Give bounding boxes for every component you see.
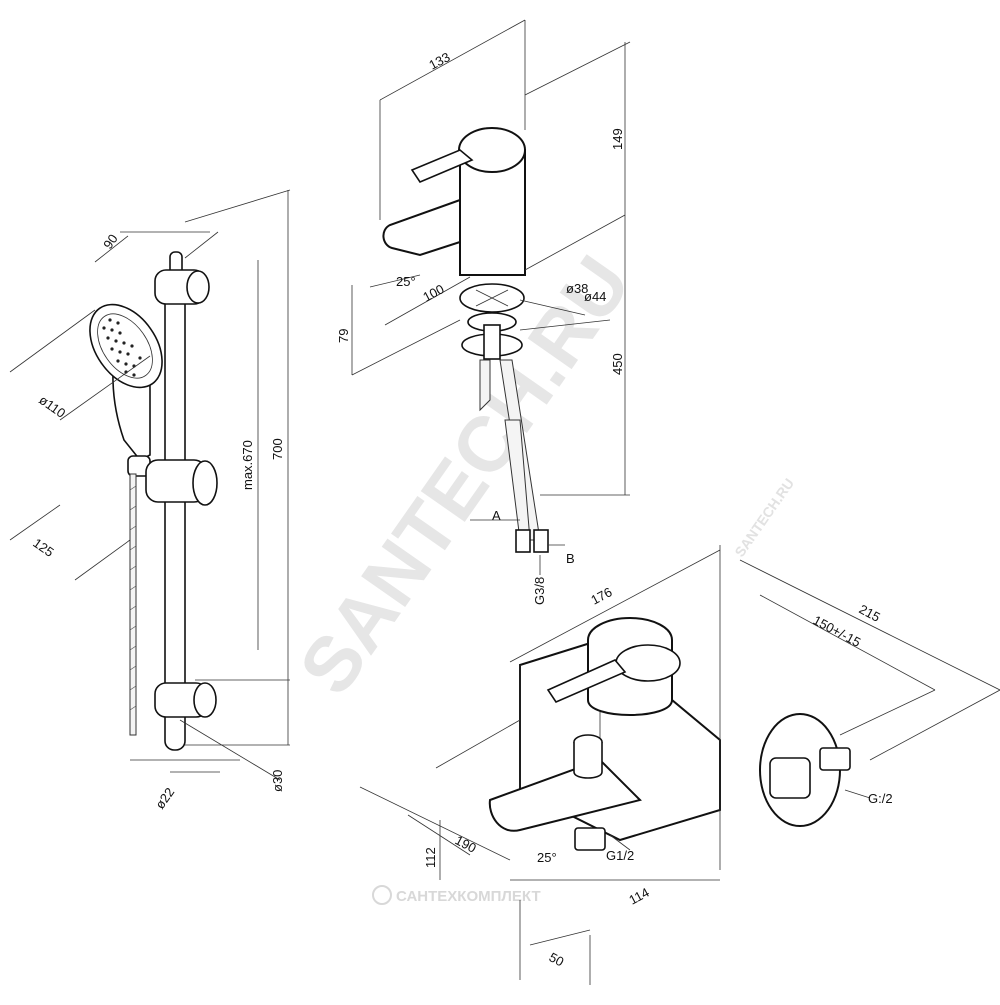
bath-mixer-lever — [546, 659, 627, 704]
basin-mixer-spout — [382, 198, 461, 257]
dim-50: 50 — [547, 949, 567, 969]
hose-connector-a — [515, 529, 531, 553]
basin-hose-a — [479, 359, 491, 412]
dim-44: ø44 — [584, 289, 606, 304]
dim-114: 114 — [626, 885, 651, 908]
fixing-stud — [483, 324, 501, 360]
dim-25-top: 25° — [396, 274, 416, 289]
label-b: B — [566, 551, 575, 566]
thread-g12: G1/2 — [606, 848, 634, 863]
dim-450: 450 — [610, 353, 625, 375]
dim-max670: max.670 — [240, 440, 255, 490]
dim-38: ø38 — [566, 281, 588, 296]
thread-g38: G3/8 — [532, 577, 547, 605]
watermark-bottom-logo: САНТЕХКОМПЛЕКТ — [372, 885, 541, 905]
basin-mixer-cap — [458, 127, 526, 173]
dim-22: ø22 — [152, 785, 177, 812]
dim-149: 149 — [610, 128, 625, 150]
eccentric-thread — [819, 747, 851, 771]
shower-rail — [164, 269, 186, 751]
bath-outlet-thread — [574, 827, 606, 851]
watermark-bottom: САНТЕХКОМПЛЕКТ — [396, 888, 541, 905]
dim-90: 90 — [100, 231, 121, 251]
eccentric-nut — [769, 757, 811, 799]
bottom-wall-bracket — [154, 682, 217, 718]
hose-connector-b — [533, 529, 549, 553]
dim-79: 79 — [336, 329, 351, 343]
watermark-small: SANTECH.RU — [731, 475, 797, 559]
dim-133: 133 — [426, 49, 452, 72]
thread-g12-right: G:/2 — [868, 791, 893, 806]
dim-100: 100 — [420, 281, 446, 304]
shower-hose — [129, 473, 137, 736]
hand-shower — [89, 303, 163, 462]
dim-25-bottom: 25° — [537, 850, 557, 865]
basin-mixer-lever — [410, 149, 474, 183]
dim-176: 176 — [588, 584, 614, 607]
bath-mixer: 176 215 150+/-15 G:/2 112 190 25° G1/2 1… — [359, 545, 1000, 985]
dim-30: ø30 — [270, 770, 285, 792]
bath-mixer-spout — [488, 758, 642, 832]
dim-190: 190 — [453, 832, 479, 855]
label-a: A — [492, 508, 501, 523]
dim-110: ø110 — [36, 392, 68, 421]
shower-set: 90 ø110 125 max.670 700 ø22 ø30 — [9, 189, 291, 812]
dim-112: 112 — [423, 847, 438, 868]
dim-215: 215 — [857, 601, 883, 624]
bath-cartridge-cap — [615, 644, 681, 682]
top-wall-bracket — [154, 251, 210, 305]
dim-700: 700 — [270, 438, 285, 460]
basin-mixer: 133 149 25° 100 79 ø38 ø44 450 A B G3/8 — [336, 19, 631, 605]
shower-holder — [127, 455, 218, 506]
dim-125: 125 — [30, 535, 56, 560]
